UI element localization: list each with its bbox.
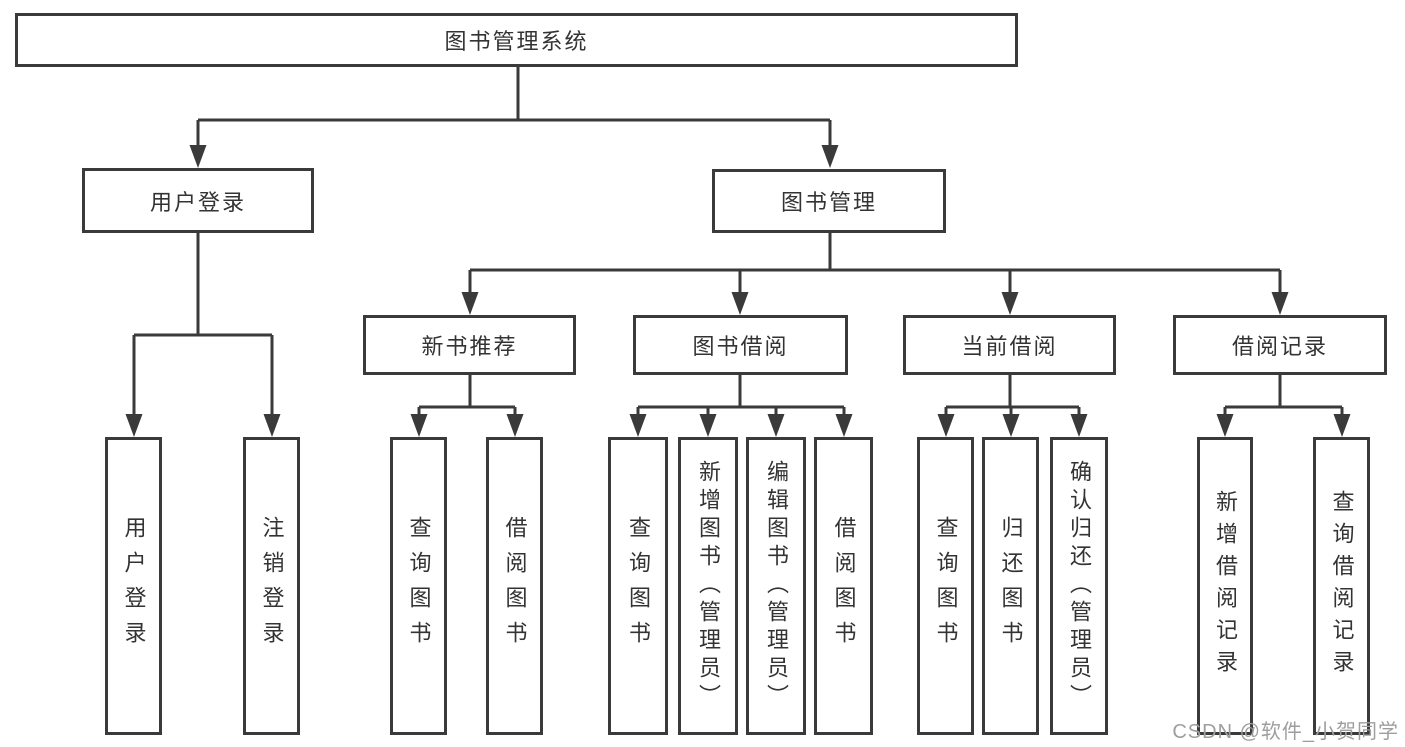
node-borrow-records: 借阅记录 <box>1173 315 1387 375</box>
leaf-add-borrow-record: 新增借阅记录 <box>1197 437 1253 735</box>
node-book-borrow: 图书借阅 <box>633 315 848 375</box>
leaf-confirm-return-admin: 确认归还（管理员） <box>1050 437 1108 735</box>
leaf-label: 新增图书（管理员） <box>696 460 721 712</box>
leaf-query-books-current: 查询图书 <box>917 437 974 735</box>
leaf-label: 借阅图书 <box>831 516 857 656</box>
csdn-watermark: CSDN @软件_小贺同学 <box>1172 721 1399 743</box>
leaf-logout: 注销登录 <box>243 437 300 735</box>
leaf-label: 注销登录 <box>259 516 285 656</box>
node-user-login-branch: 用户登录 <box>82 168 314 233</box>
leaf-label: 确认归还（管理员） <box>1067 460 1092 712</box>
leaf-label: 查询图书 <box>933 516 959 656</box>
node-new-book-recommend: 新书推荐 <box>363 315 576 375</box>
leaf-query-books-recommend: 查询图书 <box>390 437 447 735</box>
leaf-label: 编辑图书（管理员） <box>764 460 789 712</box>
leaf-return-books: 归还图书 <box>982 437 1039 735</box>
connector-lines <box>132 67 1344 416</box>
leaf-label: 查询图书 <box>406 516 432 656</box>
node-root-system: 图书管理系统 <box>15 13 1018 67</box>
leaf-edit-books-admin: 编辑图书（管理员） <box>746 437 806 735</box>
leaf-label: 查询图书 <box>626 516 651 656</box>
leaf-add-books-admin: 新增图书（管理员） <box>678 437 738 735</box>
leaf-label: 归还图书 <box>998 516 1024 656</box>
node-current-borrow: 当前借阅 <box>903 315 1116 375</box>
leaf-label: 查询借阅记录 <box>1329 490 1355 682</box>
leaf-user-login: 用户登录 <box>105 437 162 735</box>
leaf-label: 用户登录 <box>121 516 147 656</box>
leaf-query-books-borrow: 查询图书 <box>608 437 668 735</box>
leaf-borrow-books-recommend: 借阅图书 <box>486 437 543 735</box>
leaf-label: 新增借阅记录 <box>1213 490 1238 682</box>
node-book-management-branch: 图书管理 <box>712 169 946 233</box>
leaf-borrow-books: 借阅图书 <box>814 437 873 735</box>
leaf-label: 借阅图书 <box>502 516 528 656</box>
leaf-query-borrow-record: 查询借阅记录 <box>1313 437 1370 735</box>
